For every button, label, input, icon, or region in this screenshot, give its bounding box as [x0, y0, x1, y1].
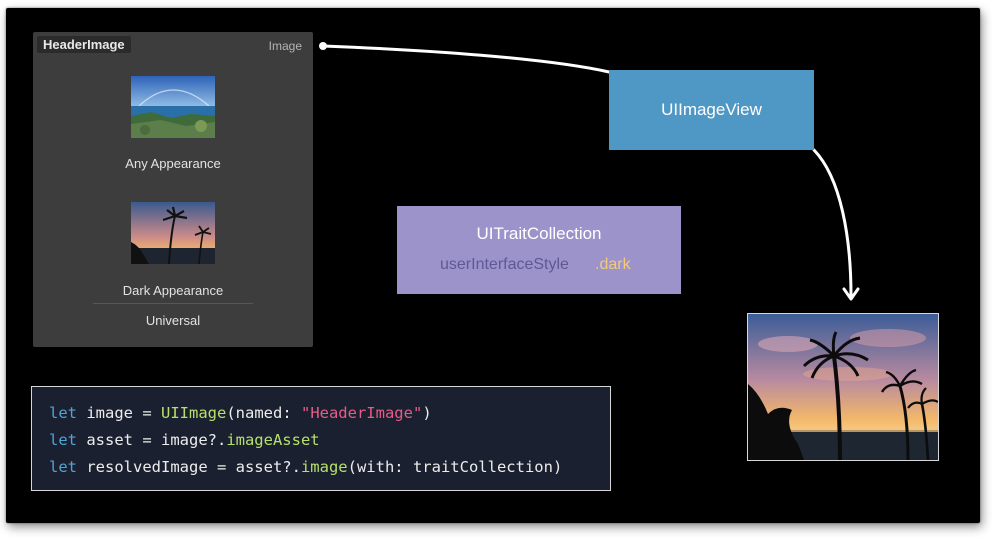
code-text: image =	[77, 404, 161, 422]
connector-arrows	[321, 44, 860, 301]
slide-canvas: HeaderImage Image Any Appearance	[6, 8, 980, 523]
dark-appearance-thumbnail[interactable]	[131, 202, 215, 264]
code-line-3: let resolvedImage = asset?.image(with: t…	[49, 458, 562, 476]
trait-value: .dark	[595, 256, 631, 273]
uiimageview-label: UIImageView	[661, 100, 762, 119]
uiimageview-box: UIImageView	[609, 70, 814, 150]
code-text: asset = image?.	[77, 431, 227, 449]
uitraitcollection-box: UITraitCollection userInterfaceStyle .da…	[397, 206, 681, 294]
code-line-1: let image = UIImage(named: "HeaderImage"…	[49, 404, 432, 422]
resolved-image	[747, 313, 939, 461]
universal-label: Universal	[145, 313, 201, 328]
code-function: imageAsset	[226, 431, 320, 449]
asset-type-label: Image	[268, 39, 302, 53]
code-line-2: let asset = image?.imageAsset	[49, 431, 320, 449]
code-block: let image = UIImage(named: "HeaderImage"…	[31, 386, 611, 491]
code-function: UIImage	[161, 404, 227, 422]
code-text: )	[422, 404, 432, 422]
dark-appearance-label: Dark Appearance	[122, 283, 224, 298]
panel-to-imageview-line	[321, 44, 611, 74]
code-function: image	[300, 458, 348, 476]
trait-collection-title: UITraitCollection	[476, 224, 602, 243]
code-text: resolvedImage = asset?.	[77, 458, 301, 476]
code-string: "HeaderImage"	[300, 404, 423, 422]
any-appearance-thumbnail[interactable]	[131, 76, 215, 138]
arrowhead	[842, 287, 860, 301]
imageview-to-result-arrow	[812, 148, 853, 298]
code-keyword: let	[49, 458, 77, 476]
connector-dot	[319, 42, 327, 50]
asset-name-label[interactable]: HeaderImage	[37, 36, 131, 53]
code-keyword: let	[49, 404, 77, 422]
code-text: (with: traitCollection)	[347, 458, 563, 476]
asset-catalog-panel[interactable]: HeaderImage Image Any Appearance	[33, 32, 313, 347]
panel-divider	[93, 303, 253, 304]
trait-property: userInterfaceStyle	[440, 256, 569, 273]
any-appearance-label: Any Appearance	[125, 156, 221, 171]
code-keyword: let	[49, 431, 77, 449]
code-text: (named:	[226, 404, 301, 422]
